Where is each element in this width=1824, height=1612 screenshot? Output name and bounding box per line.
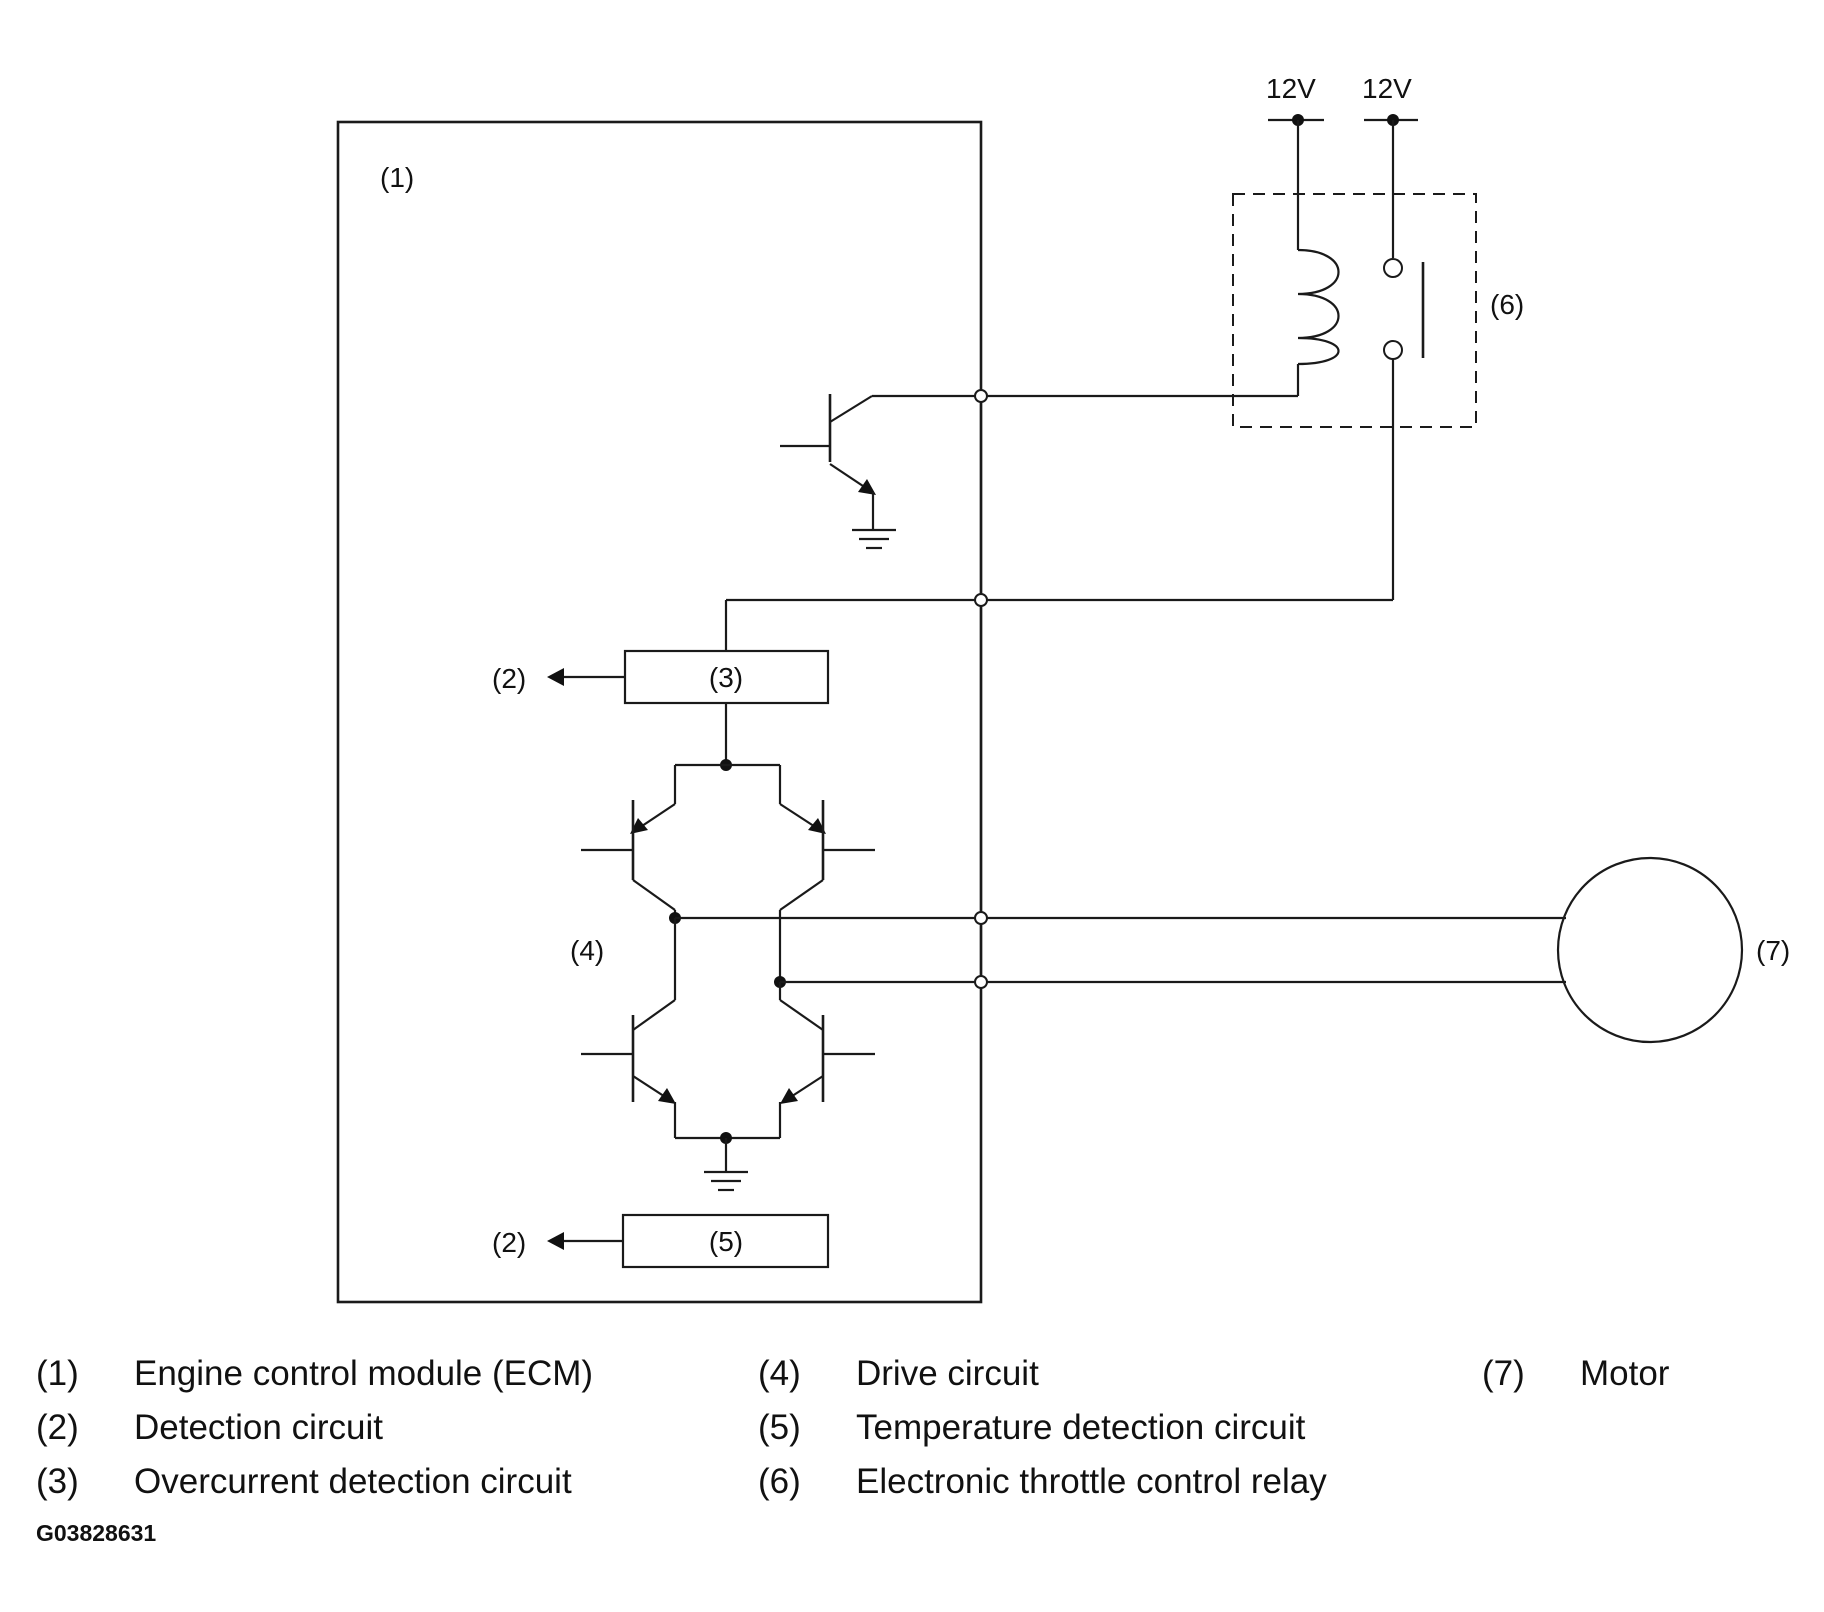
motor-callout: (7): [1756, 935, 1790, 966]
legend-num: (5): [758, 1408, 801, 1447]
legend-text: Detection circuit: [134, 1408, 383, 1447]
terminal-motor-plus: [974, 911, 988, 925]
ground-icon: [704, 1170, 748, 1192]
terminal-relay-contact: [974, 593, 988, 607]
arrow-left-icon: [547, 668, 564, 686]
relay-dashed-box: [1232, 193, 1477, 428]
detect-callout-top: (2): [492, 663, 526, 694]
terminal-relay-coil: [974, 389, 988, 403]
legend-text: Electronic throttle control relay: [856, 1462, 1327, 1501]
legend: (1) Engine control module (ECM) (2) Dete…: [36, 1354, 1670, 1501]
legend-num: (7): [1482, 1354, 1525, 1393]
figure-code: G03828631: [36, 1520, 156, 1546]
detect-callout-bottom: (2): [492, 1227, 526, 1258]
drive-callout: (4): [570, 935, 604, 966]
legend-num: (4): [758, 1354, 801, 1393]
temperature-callout: (5): [709, 1226, 743, 1257]
relay-contact-upper: [1383, 258, 1403, 278]
relay-driver-transistor: [780, 394, 981, 530]
relay-callout: (6): [1490, 289, 1524, 320]
legend-num: (1): [36, 1354, 79, 1393]
ecm-callout: (1): [380, 162, 414, 193]
legend-num: (2): [36, 1408, 79, 1447]
legend-text: Drive circuit: [856, 1354, 1039, 1393]
relay-contact-lower: [1383, 340, 1403, 360]
relay-coil: [1297, 248, 1340, 366]
ground-icon: [852, 528, 896, 550]
overcurrent-callout: (3): [709, 662, 743, 693]
motor: [1556, 856, 1744, 1044]
ecm-box: [336, 120, 983, 1304]
legend-text: Motor: [1580, 1354, 1670, 1393]
supply-label-left: 12V: [1266, 73, 1316, 104]
drive-circuit: (4): [570, 703, 1566, 1172]
legend-text: Engine control module (ECM): [134, 1354, 593, 1393]
supply-terminal-right: 12V: [1362, 73, 1418, 126]
legend-num: (6): [758, 1462, 801, 1501]
legend-text: Overcurrent detection circuit: [134, 1462, 572, 1501]
arrow-left-icon: [547, 1232, 564, 1250]
terminal-motor-minus: [974, 975, 988, 989]
supply-terminal-left: 12V: [1266, 73, 1324, 126]
legend-text: Temperature detection circuit: [856, 1408, 1306, 1447]
legend-num: (3): [36, 1462, 79, 1501]
supply-label-right: 12V: [1362, 73, 1412, 104]
relay: (6): [981, 120, 1524, 600]
